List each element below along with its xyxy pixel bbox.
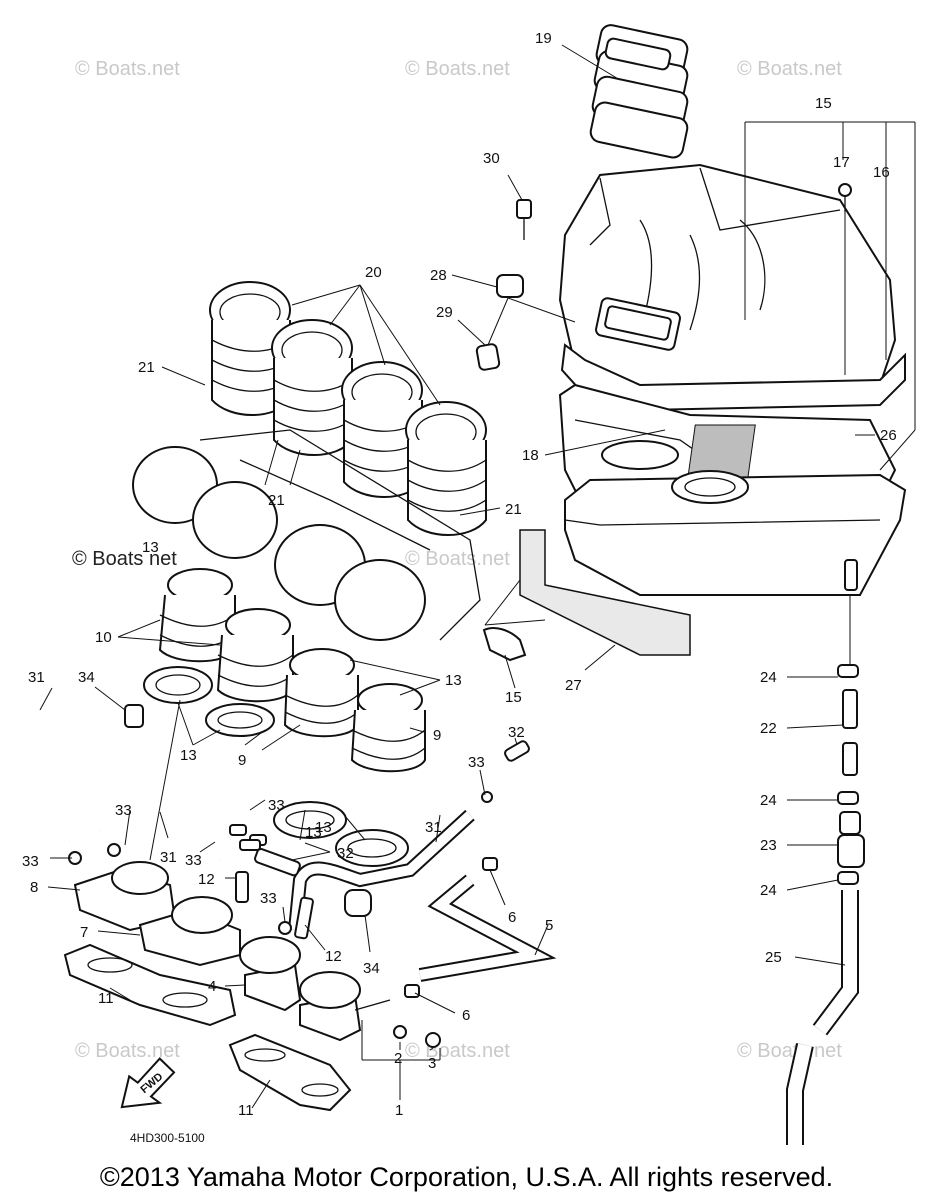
part-label: 15: [815, 95, 832, 112]
part-label: 25: [765, 949, 782, 966]
part-label: 13: [180, 747, 197, 764]
part-label: 34: [78, 669, 95, 686]
part-label: 21: [138, 359, 155, 376]
part-label: 33: [185, 852, 202, 869]
part-label: 31: [160, 849, 177, 866]
part-label: 33: [260, 890, 277, 907]
part-label: 31: [425, 819, 442, 836]
part-label: 33: [115, 802, 132, 819]
part-label: 19: [535, 30, 552, 47]
part-label: 32: [508, 724, 525, 741]
part-label: 33: [468, 754, 485, 771]
part-label: 34: [363, 960, 380, 977]
watermark: © Boats.net: [737, 58, 842, 80]
forward-arrow: FWD: [120, 1057, 176, 1109]
part-label: 21: [505, 501, 522, 518]
part-label: 17: [833, 154, 850, 171]
air-filter-box-drawing: [558, 24, 907, 596]
watermarks: © Boats.net © Boats.net © Boats.net © Bo…: [72, 58, 842, 1062]
gaskets-11-drawing: [63, 943, 352, 1112]
part-label: 9: [433, 727, 441, 744]
part-label: 9: [238, 752, 246, 769]
copyright-notice: ©2013 Yamaha Motor Corporation, U.S.A. A…: [99, 1162, 834, 1192]
fuel-line-drawing: [786, 559, 865, 1145]
part-label: 11: [238, 1102, 254, 1119]
part-label: 31: [28, 669, 45, 686]
watermark: © Boats.net: [405, 548, 510, 570]
part-label: 24: [760, 792, 777, 809]
intake-duct-19-drawing: [589, 24, 689, 159]
part-label: 28: [430, 267, 447, 284]
part-label: 24: [760, 669, 777, 686]
intake-manifolds-drawing: [73, 861, 362, 1042]
part-label: 6: [462, 1007, 470, 1024]
part-label: 12: [198, 871, 215, 888]
part-labels: 19 30 28 29 15 17 16 18 26 20 21 21 21 1…: [22, 30, 897, 1119]
part-label: 32: [337, 845, 354, 862]
part-label: 18: [522, 447, 539, 464]
part-label: 4: [208, 978, 216, 995]
part-label: 8: [30, 879, 38, 896]
watermark: © Boats.net: [405, 1040, 510, 1062]
part-label: 33: [22, 853, 39, 870]
part-label: 15: [505, 689, 522, 706]
duct-27-drawing: [519, 529, 691, 656]
watermark-prominent: © Boats net: [72, 548, 177, 570]
part-label: 13: [315, 819, 332, 836]
part-label: 3: [428, 1055, 436, 1072]
part-label: 13: [305, 824, 322, 841]
watermark: © Boats.net: [75, 1040, 180, 1062]
part-label: 29: [436, 304, 453, 321]
part-label: 11: [98, 990, 114, 1007]
watermark: © Boats.net: [75, 58, 180, 80]
part-label: 23: [760, 837, 777, 854]
part-label: 2: [394, 1050, 402, 1067]
part-label: 16: [873, 164, 890, 181]
part-label: 33: [268, 797, 285, 814]
part-label: 27: [565, 677, 582, 694]
part-label: 7: [80, 924, 88, 941]
part-label: 30: [483, 150, 500, 167]
part-label: 13: [445, 672, 462, 689]
small-hardware-drawing: [68, 183, 852, 1048]
part-label: 21: [268, 492, 285, 509]
watermark: © Boats.net: [405, 58, 510, 80]
watermark: © Boats.net: [737, 1040, 842, 1062]
part-label: 6: [508, 909, 516, 926]
leader-lines: [39, 44, 916, 1109]
part-label: 10: [95, 629, 112, 646]
part-label: 22: [760, 720, 777, 737]
carburetor-joints-drawing: [132, 281, 487, 867]
diagram-code: 4HD300-5100: [130, 1131, 205, 1145]
part-label: 24: [760, 882, 777, 899]
part-label: 5: [545, 917, 553, 934]
part-label: 13: [142, 539, 159, 556]
part-label: 26: [880, 427, 897, 444]
part-label: 1: [395, 1102, 403, 1119]
part-label: 12: [325, 948, 342, 965]
part-label: 20: [365, 264, 382, 281]
